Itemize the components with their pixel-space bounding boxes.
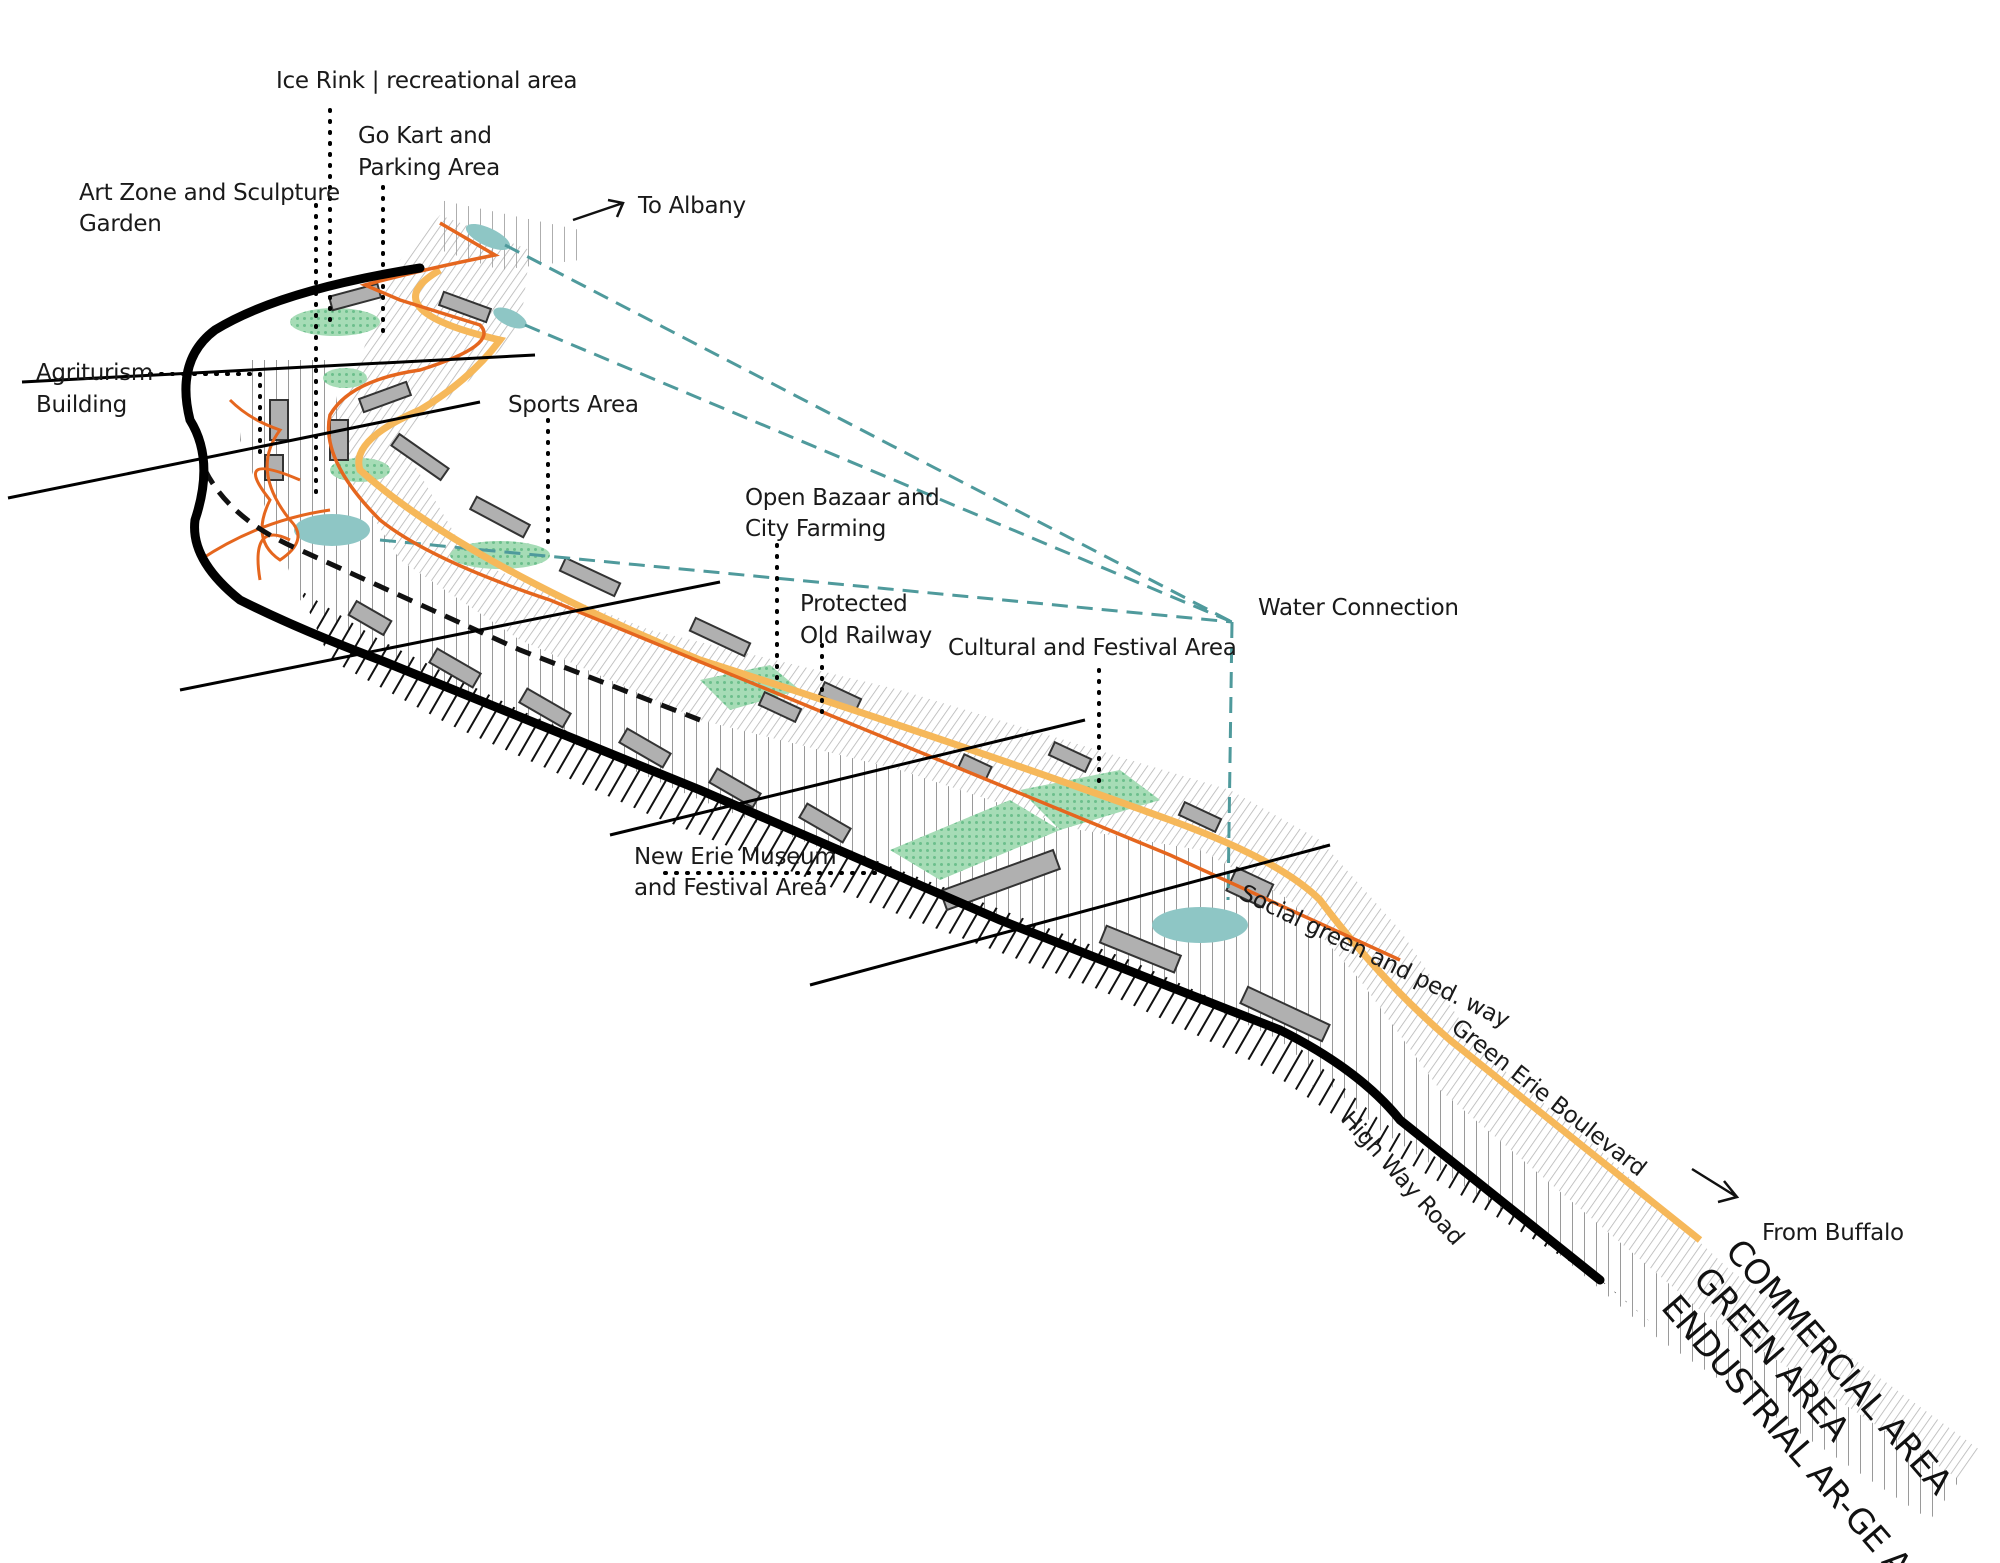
building bbox=[517, 687, 573, 729]
buildings bbox=[264, 282, 1331, 1043]
green-zone bbox=[323, 368, 367, 388]
water-pond bbox=[493, 307, 527, 329]
building bbox=[938, 848, 1062, 912]
arrow-icon bbox=[572, 198, 625, 222]
industrial-strip bbox=[300, 590, 1660, 1330]
label-agriturism-1: Agriturism bbox=[36, 360, 153, 386]
label-ice-rink: Ice Rink | recreational area bbox=[276, 68, 577, 94]
green-zone bbox=[1020, 770, 1160, 830]
building bbox=[1177, 800, 1223, 834]
label-agriturism-2: Building bbox=[36, 392, 127, 418]
arrow-icon bbox=[1691, 1167, 1740, 1204]
building bbox=[757, 690, 803, 724]
building bbox=[357, 380, 413, 414]
ped-loop bbox=[199, 398, 331, 581]
building bbox=[390, 432, 450, 482]
building bbox=[427, 647, 483, 689]
label-open-bazaar-2: City Farming bbox=[745, 516, 886, 542]
leader-lines bbox=[148, 108, 1101, 875]
green-erie-boulevard-line bbox=[355, 266, 1703, 1243]
water-pond bbox=[1152, 907, 1248, 943]
building bbox=[797, 802, 853, 844]
label-museum-1: New Erie Museum bbox=[634, 844, 836, 870]
building bbox=[688, 616, 752, 658]
green-zone bbox=[700, 665, 800, 710]
social-ped-way-line bbox=[326, 221, 1401, 962]
green-zone bbox=[290, 308, 380, 336]
cross-roads bbox=[7, 353, 1331, 987]
label-sports-area: Sports Area bbox=[508, 392, 639, 418]
top-hatch bbox=[440, 200, 580, 270]
water-bodies bbox=[294, 223, 1248, 943]
label-water-connection: Water Connection bbox=[1258, 595, 1459, 621]
water-pond bbox=[294, 514, 370, 546]
label-go-kart-1: Go Kart and bbox=[358, 123, 492, 149]
commercial-strip bbox=[330, 215, 1980, 1480]
water-pond bbox=[465, 223, 511, 251]
label-cultural: Cultural and Festival Area bbox=[948, 635, 1237, 661]
old-railway-line bbox=[202, 468, 701, 723]
building bbox=[558, 556, 622, 598]
label-protected-1: Protected bbox=[800, 591, 907, 617]
building bbox=[617, 727, 673, 769]
label-art-zone-1: Art Zone and Sculpture bbox=[79, 180, 340, 206]
label-to-albany: To Albany bbox=[637, 193, 746, 219]
building bbox=[437, 290, 493, 324]
building bbox=[347, 599, 393, 637]
building bbox=[468, 495, 532, 539]
green-zones bbox=[290, 308, 1160, 880]
building bbox=[1098, 924, 1183, 974]
label-protected-2: Old Railway bbox=[800, 623, 932, 649]
label-from-buffalo: From Buffalo bbox=[1762, 1220, 1904, 1246]
label-go-kart-2: Parking Area bbox=[358, 155, 500, 181]
water-connection-lines bbox=[379, 243, 1234, 901]
highway-road-line bbox=[181, 263, 1605, 1285]
label-open-bazaar-1: Open Bazaar and bbox=[745, 485, 939, 511]
building bbox=[269, 399, 289, 441]
label-museum-2: and Festival Area bbox=[634, 875, 827, 901]
building bbox=[1239, 985, 1331, 1043]
label-art-zone-2: Garden bbox=[79, 211, 162, 237]
building bbox=[1047, 740, 1093, 774]
green-zone bbox=[890, 800, 1060, 880]
